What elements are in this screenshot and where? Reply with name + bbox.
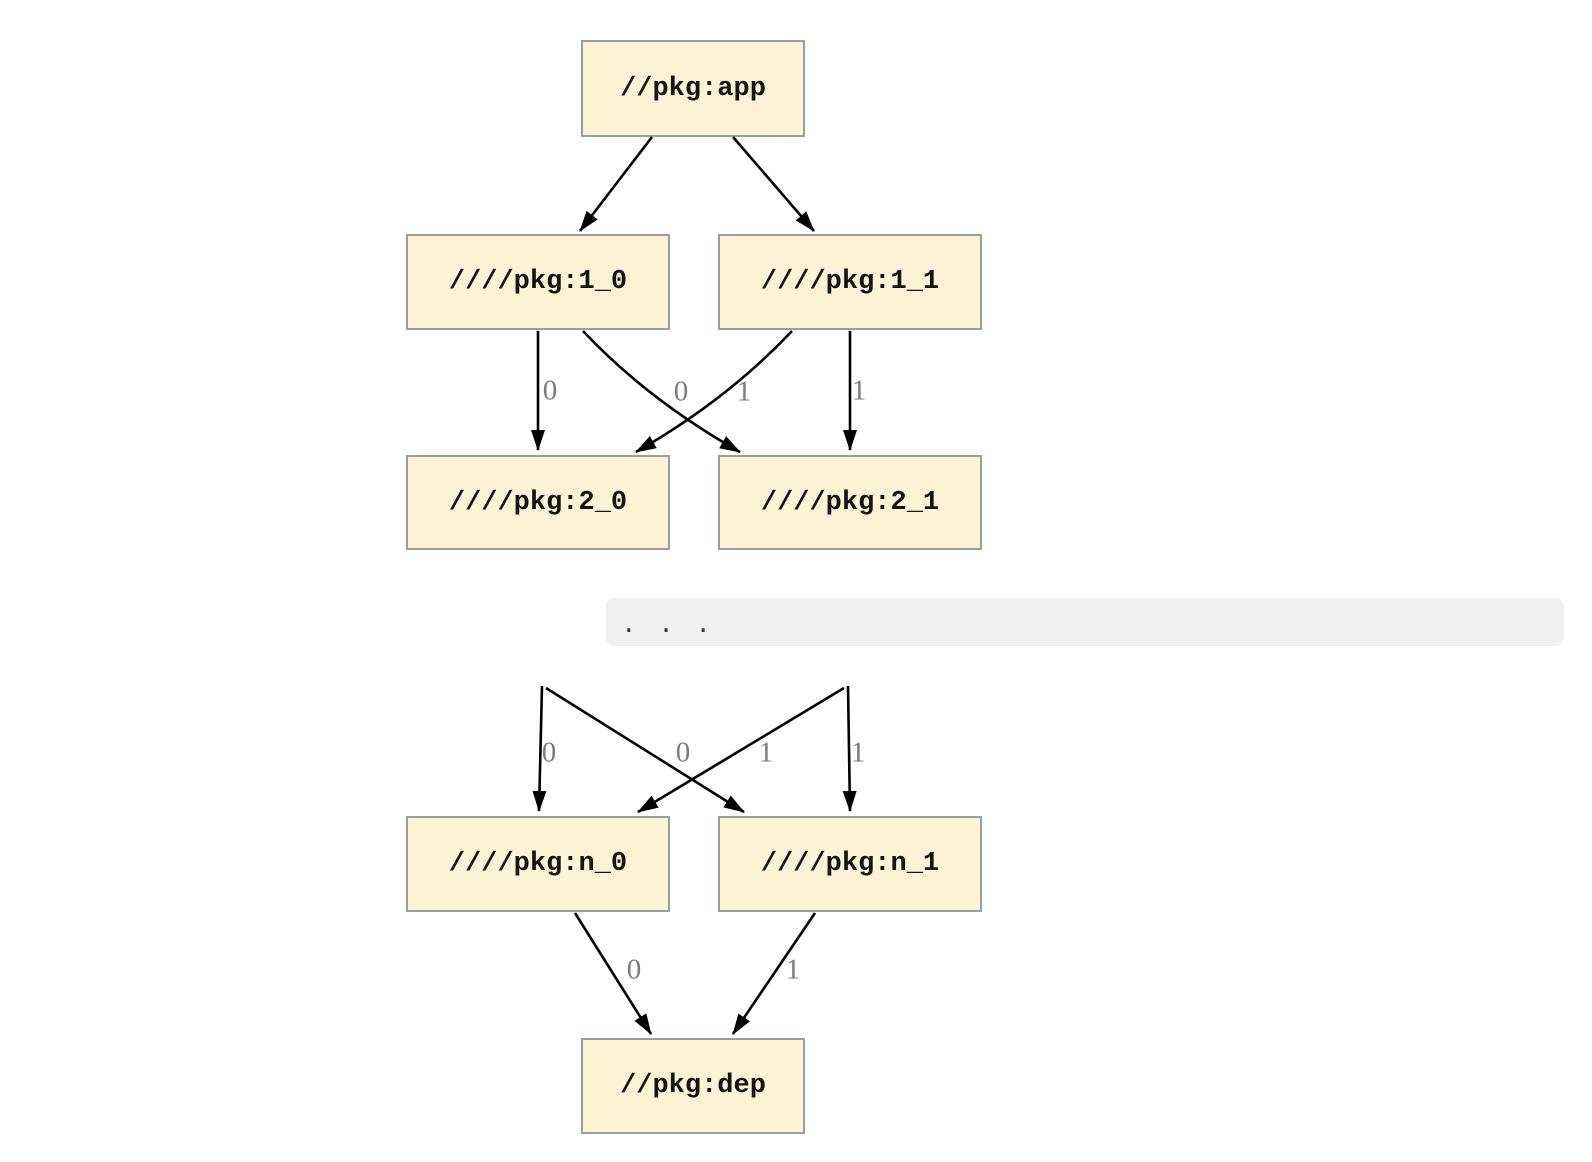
node-pkg-1_1: ////pkg:1_1: [718, 234, 982, 330]
edge-ellipsis-to-n_1-cross: [545, 686, 745, 814]
edge-ellipsis-to-n_1-right: [842, 685, 857, 812]
edge-1_1-to-2_0: [635, 330, 793, 454]
edge-label-n_0-dep: 0: [626, 953, 642, 986]
edge-label-n_0-left: 0: [541, 736, 557, 769]
node-pkg-n_0-label: ////pkg:n_0: [448, 849, 628, 879]
node-pkg-dep: //pkg:dep: [581, 1038, 805, 1134]
edge-label-1_0-2_0: 0: [542, 374, 558, 407]
edge-app-to-1_0: [578, 136, 654, 232]
edge-label-1_0-2_1: 1: [736, 375, 752, 408]
edge-label-n_1-right: 1: [850, 736, 866, 769]
node-pkg-2_0: ////pkg:2_0: [406, 455, 670, 550]
ellipsis-bar: . . .: [606, 598, 1564, 646]
edge-1_0-to-2_1: [582, 330, 741, 454]
node-pkg-1_0-label: ////pkg:1_0: [448, 267, 628, 297]
node-pkg-n_1-label: ////pkg:n_1: [760, 849, 940, 879]
edge-label-n_1-cross: 1: [758, 736, 774, 769]
edge-label-1_1-2_1: 1: [851, 374, 867, 407]
node-pkg-2_0-label: ////pkg:2_0: [448, 487, 628, 518]
node-pkg-1_1-label: ////pkg:1_1: [760, 267, 940, 297]
node-pkg-2_1-label: ////pkg:2_1: [760, 487, 940, 518]
edge-label-n_1-dep: 1: [785, 953, 801, 986]
edge-app-to-1_1: [732, 136, 815, 232]
edge-n_1-to-dep: [731, 912, 817, 1035]
node-pkg-n_0: ////pkg:n_0: [406, 816, 670, 912]
node-pkg-app: //pkg:app: [581, 40, 805, 137]
node-pkg-2_1: ////pkg:2_1: [718, 455, 982, 550]
node-pkg-n_1: ////pkg:n_1: [718, 816, 982, 912]
edge-ellipsis-to-n_0-cross: [637, 686, 845, 814]
ellipsis-text: . . .: [621, 610, 715, 640]
node-pkg-app-label: //pkg:app: [620, 73, 766, 104]
node-pkg-dep-label: //pkg:dep: [620, 1071, 766, 1101]
edge-label-n_0-cross: 0: [675, 736, 691, 769]
edge-label-1_1-2_0: 0: [673, 375, 689, 408]
node-pkg-1_0: ////pkg:1_0: [406, 234, 670, 330]
